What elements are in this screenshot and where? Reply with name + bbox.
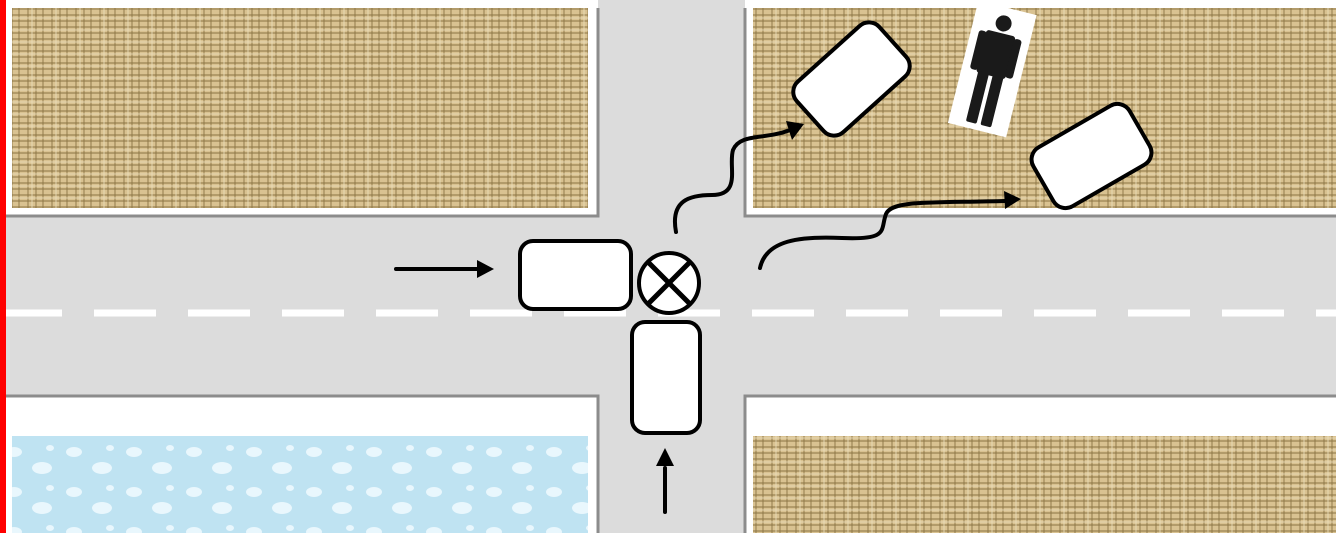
sand-block-top-left [12, 8, 588, 208]
car-icon [1029, 101, 1154, 211]
sand-block-bottom-right [753, 436, 1336, 533]
frame-left-border [0, 0, 6, 533]
trajectories [394, 128, 1007, 514]
vehicles [518, 20, 1154, 435]
collision-point-icon [637, 251, 701, 315]
car-icon [791, 20, 912, 138]
pedestrian-icon [947, 0, 1037, 138]
trajectory-to-right-car [758, 199, 1007, 270]
car-icon [630, 320, 702, 435]
arrowhead-upper-car [786, 121, 804, 140]
car-icon [518, 239, 633, 311]
water-block-bottom-left [12, 436, 588, 533]
arrowheads [477, 121, 1021, 466]
trajectory-to-upper-car [672, 128, 792, 234]
curb-lines [0, 8, 1336, 533]
arrowhead-right [477, 260, 494, 278]
arrowhead-right-car [1004, 191, 1021, 209]
arrowhead-up [656, 448, 674, 466]
